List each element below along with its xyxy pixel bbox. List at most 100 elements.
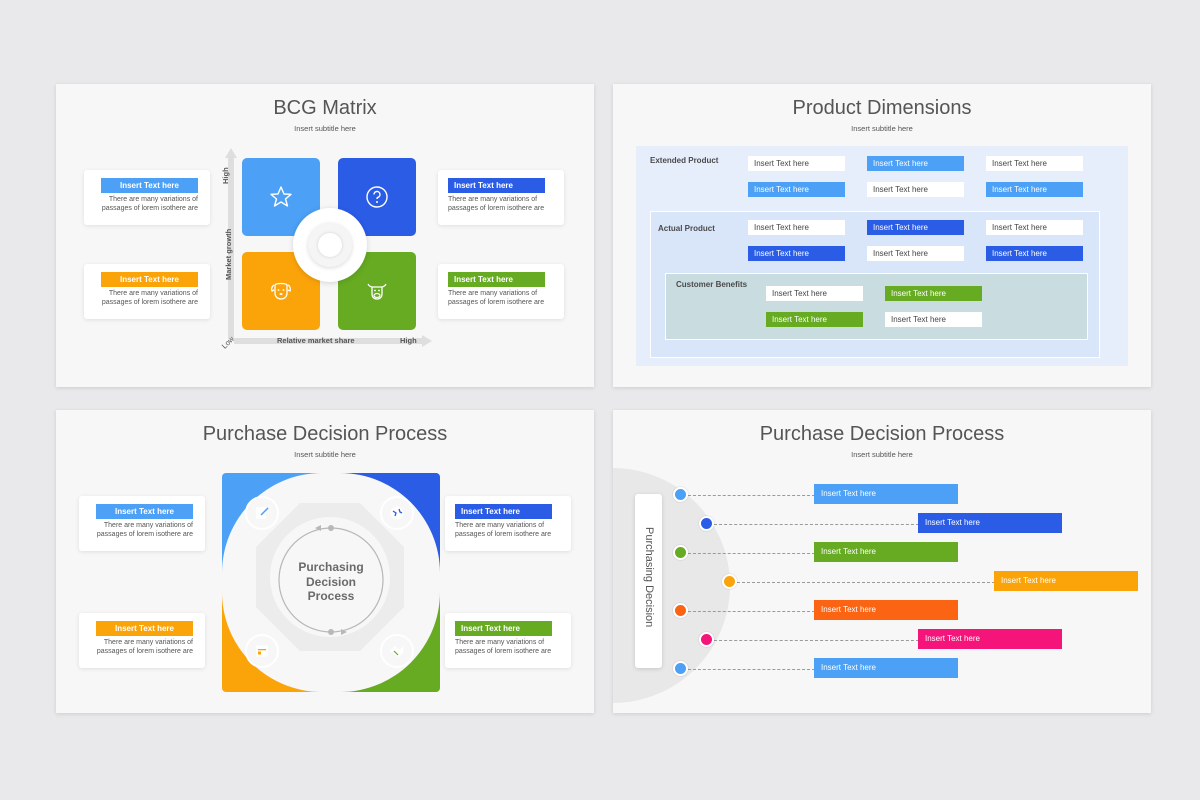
y-axis: [228, 154, 234, 339]
y-axis-high-label: High: [221, 167, 230, 184]
slide-bcg-matrix: BCG Matrix Insert subtitle here Insert T…: [56, 84, 594, 387]
slide-title: Product Dimensions: [792, 97, 972, 119]
actual-box: Insert Text here: [986, 246, 1083, 261]
dog-icon: [270, 282, 292, 300]
text-card: Insert Text here There are many variatio…: [79, 496, 205, 551]
x-axis-label: Relative market share: [277, 336, 355, 345]
card-body: There are many variations of passages of…: [448, 196, 545, 212]
actual-box: Insert Text here: [867, 220, 964, 235]
timeline-bar: Insert Text here: [814, 542, 958, 562]
edit-icon: [245, 496, 279, 530]
benefit-box: Insert Text here: [766, 312, 863, 327]
slide-purchase-decision-timeline: Purchase Decision Process Insert subtitl…: [613, 410, 1151, 713]
slide-subtitle: Insert subtitle here: [294, 450, 356, 459]
timeline-bar: Insert Text here: [994, 571, 1138, 591]
card-body: There are many variations of passages of…: [101, 290, 198, 306]
customer-benefits-label: Customer Benefits: [676, 280, 748, 289]
card-tag: Insert Text here: [455, 621, 552, 636]
customer-benefits-panel: [665, 273, 1088, 340]
card-tag: Insert Text here: [96, 621, 193, 636]
slide-title: Purchase Decision Process: [759, 423, 1005, 445]
card-body: There are many variations of passages of…: [455, 639, 552, 655]
extended-box: Insert Text here: [867, 182, 964, 197]
petal-green: [340, 592, 440, 692]
half-circle-background: [613, 468, 730, 703]
timeline-bar: Insert Text here: [814, 484, 958, 504]
benefit-box: Insert Text here: [885, 286, 982, 301]
timeline-bar: Insert Text here: [918, 629, 1062, 649]
text-card: Insert Text here There are many variatio…: [438, 170, 564, 225]
handshake-icon: [380, 634, 414, 668]
x-axis-arrow-icon: [422, 335, 432, 347]
text-card: Insert Text here There are many variatio…: [84, 264, 210, 319]
slide-subtitle: Insert subtitle here: [851, 124, 913, 133]
card-tag: Insert Text here: [448, 272, 545, 287]
timeline-bar: Insert Text here: [814, 658, 958, 678]
question-icon: [366, 186, 388, 208]
actual-box: Insert Text here: [748, 246, 845, 261]
card-tag: Insert Text here: [101, 178, 198, 193]
timeline-bar: Insert Text here: [814, 600, 958, 620]
card-tag: Insert Text here: [455, 504, 552, 519]
timeline-dot: [673, 661, 688, 676]
text-card: Insert Text here There are many variatio…: [445, 496, 571, 551]
slide-purchase-decision-petals: Purchase Decision Process Insert subtitl…: [56, 410, 594, 713]
card-body: There are many variations of passages of…: [96, 522, 193, 538]
slide-title: BCG Matrix: [273, 97, 377, 119]
text-card: Insert Text here There are many variatio…: [79, 613, 205, 668]
x-axis-high-label: High: [400, 336, 417, 345]
text-card: Insert Text here There are many variatio…: [445, 613, 571, 668]
card-body: There are many variations of passages of…: [96, 639, 193, 655]
slide-product-dimensions: Product Dimensions Insert subtitle here …: [613, 84, 1151, 387]
connector-line: [714, 640, 919, 641]
timeline-dot: [699, 632, 714, 647]
cycle-circle: [278, 525, 384, 635]
actual-box: Insert Text here: [986, 220, 1083, 235]
card-tag: Insert Text here: [448, 178, 545, 193]
star-icon: [270, 186, 292, 207]
center-text: Purchasing Decision Process: [298, 560, 364, 603]
y-axis-arrow-icon: [225, 148, 237, 158]
slide-title: Purchase Decision Process: [202, 423, 448, 445]
benefit-box: Insert Text here: [766, 286, 863, 301]
center-dot: [318, 233, 342, 257]
slide-subtitle: Insert subtitle here: [294, 124, 356, 133]
card-body: There are many variations of passages of…: [448, 290, 545, 306]
extended-box: Insert Text here: [867, 156, 964, 171]
extended-box: Insert Text here: [748, 182, 845, 197]
timeline-dot: [673, 603, 688, 618]
cow-icon: [367, 283, 387, 300]
timeline-dot: [673, 545, 688, 560]
petal-orange: [222, 592, 322, 692]
x-axis: [234, 338, 424, 344]
text-card: Insert Text here There are many variatio…: [438, 264, 564, 319]
extended-product-label: Extended Product: [650, 156, 719, 165]
extended-box: Insert Text here: [748, 156, 845, 171]
actual-box: Insert Text here: [867, 246, 964, 261]
vertical-label: Purchasing Decision: [643, 527, 655, 628]
timeline-bar: Insert Text here: [918, 513, 1062, 533]
card-tag: Insert Text here: [96, 504, 193, 519]
card-body: There are many variations of passages of…: [455, 522, 552, 538]
connector-line: [688, 611, 815, 612]
petal-blue: [222, 473, 322, 573]
extended-box: Insert Text here: [986, 156, 1083, 171]
browser-icon: [245, 634, 279, 668]
connector-line: [688, 495, 815, 496]
connector-line: [737, 582, 995, 583]
globe-icon: [380, 496, 414, 530]
connector-line: [688, 553, 815, 554]
extended-box: Insert Text here: [986, 182, 1083, 197]
timeline-dot: [673, 487, 688, 502]
actual-box: Insert Text here: [748, 220, 845, 235]
actual-product-label: Actual Product: [658, 224, 715, 233]
text-card: Insert Text here There are many variatio…: [84, 170, 210, 225]
connector-line: [688, 669, 815, 670]
slide-subtitle: Insert subtitle here: [851, 450, 913, 459]
timeline-dot: [722, 574, 737, 589]
connector-line: [714, 524, 919, 525]
petal-navy: [340, 473, 440, 573]
y-axis-label: Market growth: [224, 228, 233, 280]
timeline-dot: [699, 516, 714, 531]
card-body: There are many variations of passages of…: [101, 196, 198, 212]
